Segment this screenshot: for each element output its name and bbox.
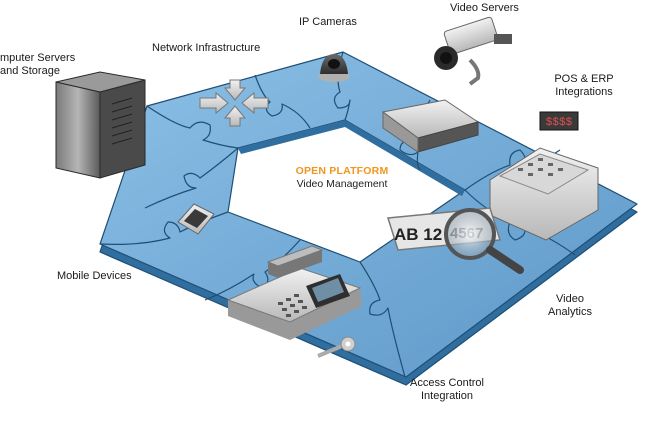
access-control-keypad-icon	[226, 245, 362, 340]
pos-display-text: $$$$	[546, 117, 573, 129]
label-access-control: Access Control Integration	[405, 377, 489, 403]
server-tower-icon	[55, 71, 146, 179]
center-title-sub: Video Management	[296, 178, 388, 190]
center-title-accent: OPEN PLATFORM	[295, 165, 389, 177]
label-pos-erp-line2: Integrations	[555, 86, 613, 98]
label-video-analytics: Video Analytics	[540, 293, 600, 319]
label-video-analytics-line2: Analytics	[547, 306, 593, 318]
label-access-control-line2: Integration	[421, 390, 473, 402]
label-access-control-line1: Access Control	[410, 377, 484, 389]
pos-register-icon: $$$$	[489, 111, 599, 241]
label-mobile-devices: Mobile Devices	[57, 270, 132, 282]
video-server-box-icon	[381, 99, 480, 153]
label-computer-servers: mputer Servers and Storage	[0, 52, 75, 78]
label-video-servers: Video Servers	[450, 2, 519, 14]
label-pos-erp: POS & ERP Integrations	[548, 73, 620, 99]
label-pos-erp-line1: POS & ERP	[554, 73, 614, 85]
ip-camera-dome-icon	[318, 54, 350, 82]
mobile-device-icon	[177, 203, 215, 235]
key-icon	[317, 336, 356, 358]
plate-text-left: AB 12	[394, 225, 442, 244]
magnifier-icon	[444, 208, 524, 274]
label-computer-servers-line2: and Storage	[0, 65, 60, 77]
bullet-camera-icon	[434, 16, 512, 86]
label-network-infrastructure: Network Infrastructure	[152, 42, 261, 54]
label-video-analytics-line1: Video	[556, 293, 584, 305]
network-arrows-icon	[199, 79, 269, 127]
label-ip-cameras: IP Cameras	[299, 16, 357, 28]
label-computer-servers-line1: mputer Servers	[0, 52, 76, 64]
center-title: OPEN PLATFORM Video Management	[282, 165, 402, 191]
